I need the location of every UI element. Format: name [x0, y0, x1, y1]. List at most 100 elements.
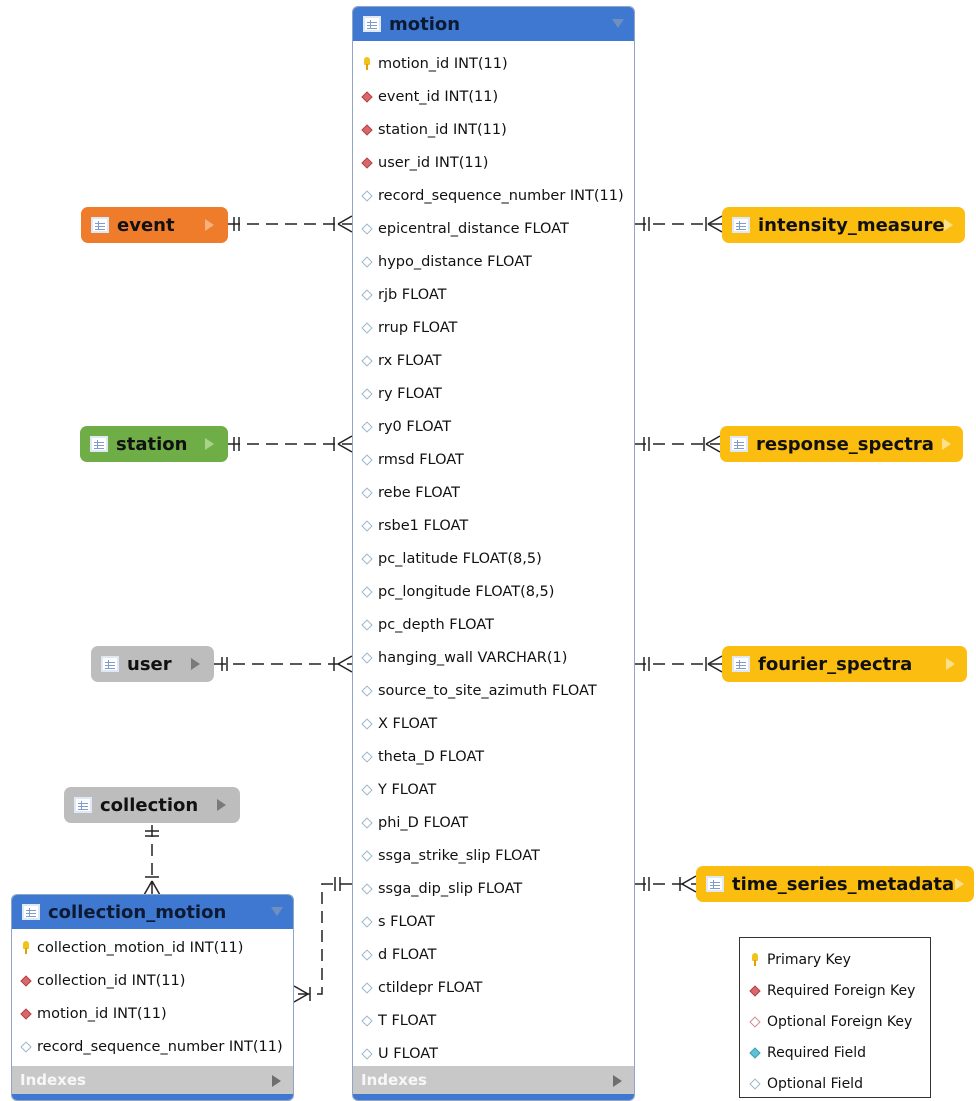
table-icon — [706, 876, 724, 892]
column-row[interactable]: rebe FLOAT — [353, 476, 634, 509]
required-field-icon — [748, 1046, 762, 1060]
column-row-label: collection_id INT(11) — [37, 972, 186, 989]
fourier-spectra-table-title: fourier_spectra — [758, 653, 913, 675]
intensity-measure-table-title: intensity_measure — [758, 214, 945, 236]
column-row[interactable]: ssga_strike_slip FLOAT — [353, 839, 634, 872]
fourier-spectra-table[interactable]: fourier_spectra — [722, 646, 967, 682]
column-row[interactable]: epicentral_distance FLOAT — [353, 212, 634, 245]
column-row[interactable]: record_sequence_number INT(11) — [353, 179, 634, 212]
required-foreign-key-icon — [19, 1007, 33, 1021]
column-row[interactable]: event_id INT(11) — [353, 80, 634, 113]
optional-field-icon — [360, 552, 374, 566]
column-row[interactable]: collection_motion_id INT(11) — [12, 931, 293, 964]
indexes-label: Indexes — [361, 1071, 427, 1089]
motion-table-header[interactable]: motion — [353, 7, 634, 41]
column-row-label: pc_longitude FLOAT(8,5) — [378, 583, 555, 600]
column-row-label: rrup FLOAT — [378, 319, 458, 336]
response-spectra-table[interactable]: response_spectra — [720, 426, 963, 462]
legend-item-label: Required Field — [767, 1044, 867, 1061]
column-row[interactable]: T FLOAT — [353, 1004, 634, 1037]
column-row[interactable]: ssga_dip_slip FLOAT — [353, 872, 634, 905]
column-row-label: T FLOAT — [378, 1012, 437, 1029]
relationship-motion-intensity — [634, 215, 723, 233]
collapse-arrow-icon[interactable] — [612, 19, 624, 28]
table-icon — [730, 436, 748, 452]
optional-field-icon — [748, 1077, 762, 1091]
optional-field-icon — [360, 321, 374, 335]
column-row-label: d FLOAT — [378, 946, 437, 963]
column-row-label: ry0 FLOAT — [378, 418, 452, 435]
motion-table[interactable]: motion motion_id INT(11)event_id INT(11)… — [352, 6, 635, 1101]
user-table-title: user — [127, 653, 172, 675]
column-row-label: rmsd FLOAT — [378, 451, 464, 468]
expand-arrow-icon[interactable] — [217, 799, 226, 811]
required-foreign-key-icon — [360, 156, 374, 170]
collection-motion-field-list: collection_motion_id INT(11) collection_i… — [12, 929, 293, 1063]
column-row[interactable]: pc_latitude FLOAT(8,5) — [353, 542, 634, 575]
table-icon — [90, 436, 108, 452]
collection-motion-table-header[interactable]: collection_motion — [12, 895, 293, 929]
column-row-label: ssga_dip_slip FLOAT — [378, 880, 523, 897]
column-row[interactable]: hypo_distance FLOAT — [353, 245, 634, 278]
collection-motion-indexes-bar[interactable]: Indexes — [12, 1066, 293, 1100]
column-row[interactable]: hanging_wall VARCHAR(1) — [353, 641, 634, 674]
collection-table[interactable]: collection — [64, 787, 240, 823]
column-row[interactable]: rmsd FLOAT — [353, 443, 634, 476]
legend-item-label: Primary Key — [767, 951, 851, 968]
indexes-label: Indexes — [20, 1071, 86, 1089]
expand-arrow-icon[interactable] — [942, 438, 951, 450]
expand-arrow-icon[interactable] — [205, 219, 214, 231]
column-row[interactable]: ctildepr FLOAT — [353, 971, 634, 1004]
column-row[interactable]: rjb FLOAT — [353, 278, 634, 311]
collection-motion-table[interactable]: collection_motion collection_motion_id I… — [11, 894, 294, 1101]
optional-field-icon — [360, 222, 374, 236]
column-row[interactable]: collection_id INT(11) — [12, 964, 293, 997]
expand-arrow-icon[interactable] — [946, 658, 955, 670]
column-row[interactable]: Y FLOAT — [353, 773, 634, 806]
column-row[interactable]: ry0 FLOAT — [353, 410, 634, 443]
column-row[interactable]: source_to_site_azimuth FLOAT — [353, 674, 634, 707]
column-row[interactable]: rx FLOAT — [353, 344, 634, 377]
station-table-title: station — [116, 433, 188, 455]
column-row[interactable]: phi_D FLOAT — [353, 806, 634, 839]
table-icon — [74, 797, 92, 813]
time-series-metadata-table[interactable]: time_series_metadata — [696, 866, 974, 902]
column-row[interactable]: motion_id INT(11) — [12, 997, 293, 1030]
column-row[interactable]: theta_D FLOAT — [353, 740, 634, 773]
intensity-measure-table[interactable]: intensity_measure — [722, 207, 965, 243]
expand-arrow-icon[interactable] — [944, 219, 953, 231]
column-row-label: ry FLOAT — [378, 385, 442, 402]
column-row[interactable]: rrup FLOAT — [353, 311, 634, 344]
column-row[interactable]: ry FLOAT — [353, 377, 634, 410]
expand-arrow-icon[interactable] — [191, 658, 200, 670]
column-row[interactable]: X FLOAT — [353, 707, 634, 740]
column-row-label: epicentral_distance FLOAT — [378, 220, 569, 237]
user-table[interactable]: user — [91, 646, 214, 682]
column-row[interactable]: U FLOAT — [353, 1037, 634, 1070]
column-row[interactable]: motion_id INT(11) — [353, 47, 634, 80]
column-row[interactable]: pc_longitude FLOAT(8,5) — [353, 575, 634, 608]
station-table[interactable]: station — [80, 426, 228, 462]
expand-arrow-icon[interactable] — [955, 878, 964, 890]
table-icon — [91, 217, 109, 233]
column-row[interactable]: pc_depth FLOAT — [353, 608, 634, 641]
motion-indexes-bar[interactable]: Indexes — [353, 1066, 634, 1100]
collapse-arrow-icon[interactable] — [271, 907, 283, 916]
column-row[interactable]: s FLOAT — [353, 905, 634, 938]
column-row[interactable]: d FLOAT — [353, 938, 634, 971]
response-spectra-table-title: response_spectra — [756, 433, 934, 455]
column-row[interactable]: rsbe1 FLOAT — [353, 509, 634, 542]
legend-item: Primary Key — [740, 944, 930, 975]
column-row[interactable]: station_id INT(11) — [353, 113, 634, 146]
expand-arrow-icon[interactable] — [613, 1075, 622, 1087]
table-icon — [101, 656, 119, 672]
expand-arrow-icon[interactable] — [205, 438, 214, 450]
expand-arrow-icon[interactable] — [272, 1075, 281, 1087]
column-row[interactable]: user_id INT(11) — [353, 146, 634, 179]
event-table[interactable]: event — [81, 207, 228, 243]
primary-key-icon — [360, 56, 374, 71]
optional-field-icon — [360, 915, 374, 929]
column-row-label: collection_motion_id INT(11) — [37, 939, 244, 956]
column-row[interactable]: record_sequence_number INT(11) — [12, 1030, 293, 1063]
